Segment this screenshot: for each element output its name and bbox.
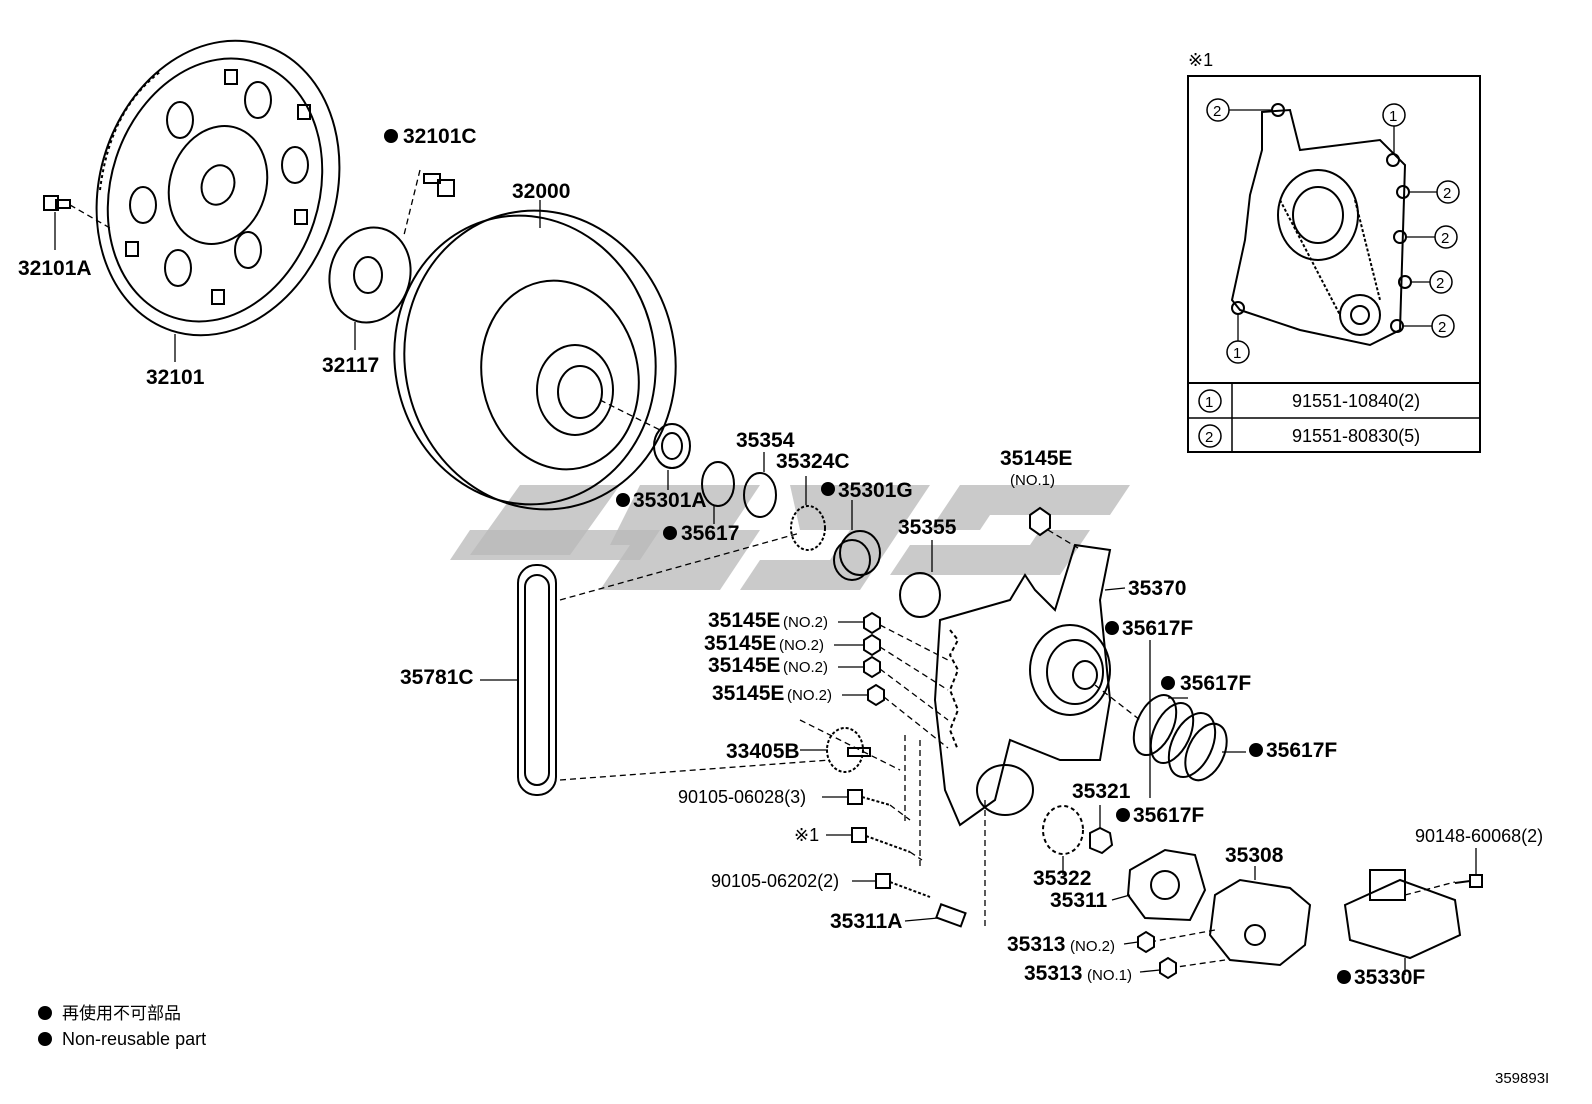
non-reusable-marker [663,526,677,540]
figure-id: 359893I [1495,1070,1549,1087]
legend-bullet [38,1006,52,1020]
label-35311: 35311 [1050,889,1108,912]
label-35145E-top-sub: (NO.1) [1010,472,1055,489]
nuts-35313 [1137,930,1177,980]
label-35313-b-sub: (NO.1) [1087,967,1132,984]
legend-jp: 再使用不可部品 [62,1003,181,1023]
label-35145E-a: 35145E [708,609,780,632]
label-35617: 35617 [681,522,739,545]
legend-en: Non-reusable part [62,1029,206,1049]
label-35321: 35321 [1072,780,1131,803]
label-35145E-a-sub: (NO.2) [783,614,828,631]
bolt-32101C [403,169,455,236]
label-35354: 35354 [736,429,795,452]
label-35322: 35322 [1033,867,1091,890]
drive-chain-35781C [480,532,831,796]
watermark-logo [450,485,1130,590]
label-35308: 35308 [1225,844,1284,867]
nuts-35145E-no2 [863,611,949,749]
pump-gears [1042,805,1114,875]
inset-callout-1: 1 [1233,345,1241,362]
label-35145E-b-sub: (NO.2) [779,637,824,654]
inset-table-key-1: 1 [1205,394,1213,411]
label-35617F-1: 35617F [1122,617,1193,640]
label-90148-60068: 90148-60068(2) [1415,826,1543,846]
label-35324C: 35324C [776,450,850,473]
label-35617F-3: 35617F [1266,739,1337,762]
label-35145E-c: 35145E [708,654,780,677]
bolt-90105-06202 [852,873,931,898]
inset-callout-1: 1 [1389,108,1397,125]
label-35330F: 35330F [1354,966,1425,989]
inset-callout-2: 2 [1213,103,1221,120]
label-35145E-top: 35145E [1000,447,1072,470]
ring-35355 [899,540,941,618]
drive-plate-32101 [95,39,341,337]
torque-converter-32000 [393,200,677,511]
plate-32117 [328,226,412,350]
seal-35301A [653,423,691,490]
seal-rings-35617F [1132,640,1246,798]
label-35145E-d: 35145E [712,682,784,705]
bolt-90105-06028 [822,789,911,821]
non-reusable-marker [1116,808,1130,822]
inset-callout-2: 2 [1441,230,1449,247]
inset-callout-2: 2 [1436,275,1444,292]
label-32101: 32101 [146,366,205,389]
ring-35354 [743,452,777,518]
bushing-35301G [833,500,881,581]
non-reusable-marker [616,493,630,507]
label-33405B: 33405B [726,740,800,763]
label-90105-06202: 90105-06202(2) [711,871,839,891]
label-35313-a-sub: (NO.2) [1070,938,1115,955]
pump-cover-35308 [1149,866,1312,969]
non-reusable-marker [384,129,398,143]
label-35355: 35355 [898,516,957,539]
non-reusable-marker [1105,621,1119,635]
label-32101C: 32101C [403,125,477,148]
label-35617F-2: 35617F [1180,672,1251,695]
non-reusable-marker [1337,970,1351,984]
label-35313-a: 35313 [1007,933,1065,956]
label-35145E-d-sub: (NO.2) [787,687,832,704]
pump-body-35311 [1126,848,1207,922]
label-35313-b: 35313 [1024,962,1082,985]
inset-callout-2: 2 [1443,185,1451,202]
inset-detail: ※1 2 1 2 2 2 2 [1187,50,1481,453]
non-reusable-marker [1161,676,1175,690]
strainer-35330F [1343,848,1483,975]
label-32000: 32000 [512,180,570,203]
label-35370: 35370 [1128,577,1186,600]
oil-pump-case-35370 [933,543,1141,827]
nut-35145E-no1 [1029,506,1079,549]
inset-callout-2: 2 [1438,319,1446,336]
inset-title: ※1 [1188,50,1213,70]
ring-35617 [701,461,735,524]
inset-table-part-1: 91551-10840(2) [1292,391,1420,411]
non-reusable-marker [821,482,835,496]
label-35145E-c-sub: (NO.2) [783,659,828,676]
pin-35311A [904,735,986,930]
inset-table-key-2: 2 [1205,429,1213,446]
gear-35324C [790,476,826,551]
label-35145E-b: 35145E [704,632,776,655]
bolt-ref1 [826,827,923,861]
label-35617F-4: 35617F [1133,804,1204,827]
label-ref1: ※1 [794,825,819,845]
non-reusable-marker [1249,743,1263,757]
label-35311A: 35311A [830,910,902,933]
sprocket-33405B [799,719,901,773]
label-35301A: 35301A [633,489,707,512]
legend-bullet [38,1032,52,1046]
label-32117: 32117 [322,354,379,377]
bolt-32101A [43,195,111,250]
label-90105-06028: 90105-06028(3) [678,787,806,807]
inset-table-part-2: 91551-80830(5) [1292,426,1420,446]
label-35781C: 35781C [400,666,474,689]
label-35301G: 35301G [838,479,913,502]
label-32101A: 32101A [18,257,92,280]
